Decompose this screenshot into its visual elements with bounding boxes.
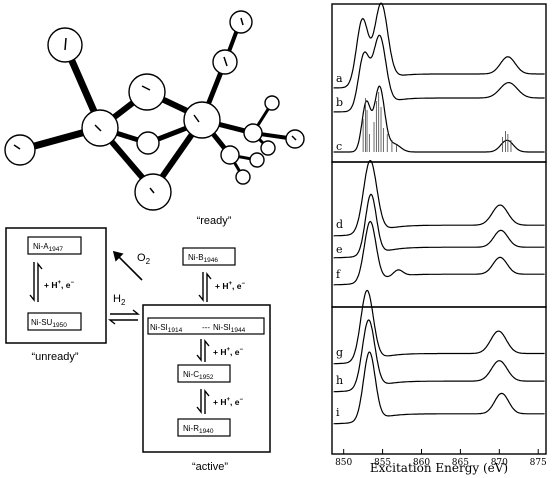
spectrum-curve-i bbox=[333, 351, 545, 425]
spectra-curves bbox=[333, 2, 545, 425]
active-box bbox=[142, 304, 271, 453]
spectra-chart: ab c def g h i 850 855 860 865 870 875 Excitation … bbox=[331, 2, 547, 475]
x-axis-label: Excitation Energy (eV) bbox=[370, 461, 508, 475]
state-ni-b-box bbox=[182, 247, 236, 266]
calculated-stick-bars bbox=[362, 92, 512, 152]
reaction-label-b: + H+, e− bbox=[215, 281, 245, 291]
x-tick-label-860: 860 bbox=[413, 458, 430, 468]
panel-bottom bbox=[331, 306, 547, 455]
label-unready: “unready” bbox=[31, 351, 78, 363]
state-ni-si-1944: Ni-SI1944 bbox=[213, 323, 246, 334]
spectrum-curve-a bbox=[333, 2, 545, 89]
molecule-atoms bbox=[4, 10, 305, 211]
state-ni-c-box bbox=[177, 364, 231, 383]
equilibrium-arrow-unready bbox=[29, 262, 43, 302]
reaction-label-unready: + H+, e− bbox=[44, 280, 74, 290]
h2-arrows bbox=[108, 309, 140, 325]
spectrum-curve-e bbox=[333, 193, 545, 259]
curve-label-a: a bbox=[336, 72, 343, 85]
equilibrium-arrow-si-c bbox=[196, 339, 210, 362]
state-ni-si-separator: --- bbox=[202, 323, 210, 332]
state-ni-si-box bbox=[147, 317, 265, 335]
reaction-scheme: “ready” Ni-A1947 Ni-SU1950 + H+, e− “unr… bbox=[5, 215, 271, 473]
x-tick-label-850: 850 bbox=[335, 458, 352, 468]
equilibrium-arrow-c-r bbox=[196, 389, 210, 414]
spectrum-curve-h bbox=[333, 319, 545, 393]
o2-arrow bbox=[112, 250, 143, 281]
state-ni-a: Ni-A1947 bbox=[33, 242, 63, 253]
state-ni-r: Ni-R1940 bbox=[183, 424, 214, 435]
h2-label: H2 bbox=[113, 293, 126, 307]
molecule-structure bbox=[4, 10, 305, 211]
x-tick-label-865: 865 bbox=[452, 458, 469, 468]
label-active: “active” bbox=[192, 461, 228, 473]
curve-label-d: d bbox=[336, 218, 343, 231]
x-tick-label-870: 870 bbox=[491, 458, 508, 468]
curve-labels: ab c def g h i bbox=[336, 72, 343, 419]
state-ni-su: Ni-SU1950 bbox=[31, 318, 67, 329]
state-ni-a-box bbox=[27, 236, 82, 255]
label-ready: “ready” bbox=[197, 215, 232, 227]
spectrum-curve-d bbox=[333, 159, 545, 237]
unready-box bbox=[5, 227, 107, 344]
spectrum-curve-g bbox=[333, 289, 545, 365]
curve-label-e: e bbox=[336, 243, 343, 256]
state-ni-r-box bbox=[177, 418, 231, 437]
spectrum-curve-c bbox=[333, 85, 545, 153]
panel-top bbox=[331, 3, 547, 163]
reaction-label-c-r: + H+, e− bbox=[213, 397, 243, 407]
curve-label-b: b bbox=[336, 96, 343, 109]
x-tick-label-875: 875 bbox=[530, 458, 547, 468]
state-ni-si-1914: Ni-SI1914 bbox=[150, 323, 183, 334]
state-ni-su-box bbox=[27, 312, 82, 331]
curve-label-f: f bbox=[336, 268, 341, 281]
spectrum-curve-b bbox=[333, 34, 545, 113]
state-ni-b: Ni-B1946 bbox=[188, 253, 218, 264]
state-ni-c: Ni-C1952 bbox=[183, 370, 214, 381]
equilibrium-arrow-b bbox=[198, 272, 212, 302]
spectrum-curve-f bbox=[333, 220, 545, 286]
reaction-label-si-c: + H+, e− bbox=[213, 347, 243, 357]
o2-label: O2 bbox=[137, 252, 151, 266]
curve-label-g: g bbox=[336, 346, 343, 359]
curve-label-c: c bbox=[336, 140, 342, 153]
x-tick-label-855: 855 bbox=[374, 458, 391, 468]
curve-label-h: h bbox=[336, 374, 343, 387]
x-axis-ticks: 850 855 860 865 870 875 bbox=[335, 449, 547, 468]
curve-label-i: i bbox=[336, 406, 340, 419]
atom-markings bbox=[13, 17, 297, 194]
